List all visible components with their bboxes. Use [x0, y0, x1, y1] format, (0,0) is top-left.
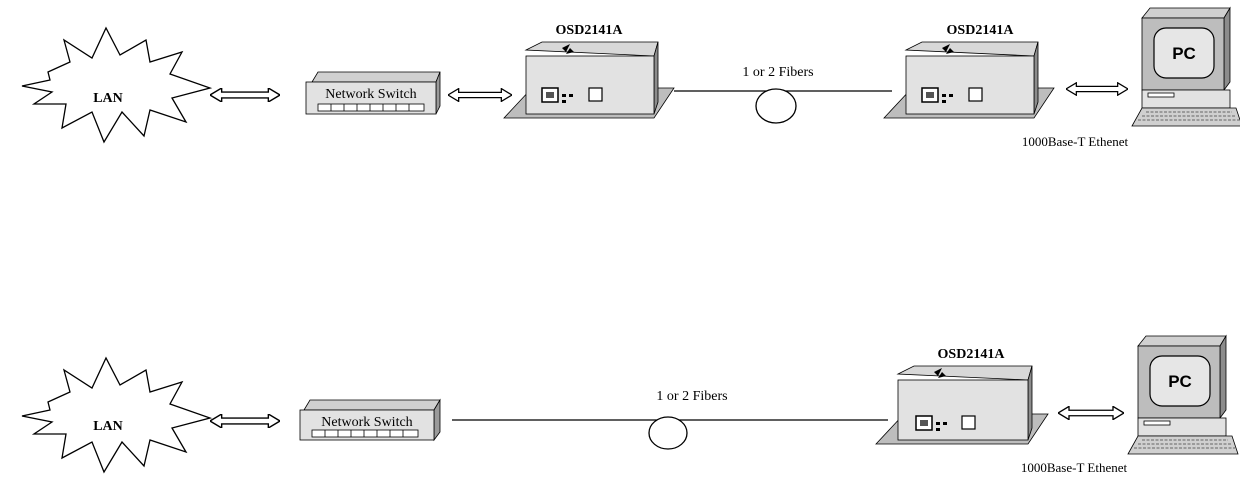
diagram-top: LAN Network Switch OSD2141A	[22, 8, 1240, 149]
media-converter: OSD2141A	[504, 23, 674, 118]
converter-label: OSD2141A	[938, 347, 1006, 362]
network-switch: Network Switch	[300, 400, 440, 440]
diagram-bottom: LAN Network Switch 1 or 2 Fibers OSD2141…	[22, 336, 1238, 475]
pc-label: PC	[1168, 372, 1192, 391]
lan-cloud: LAN	[22, 28, 210, 142]
switch-ports	[318, 104, 424, 111]
media-converter: OSD2141A	[884, 23, 1054, 118]
fiber-coil-icon	[756, 89, 796, 123]
link-arrow	[210, 414, 280, 428]
lan-label: LAN	[93, 419, 123, 434]
fiber-port-icon	[962, 416, 975, 429]
fiber-coil-icon	[649, 417, 687, 449]
ethernet-label: 1000Base-T Ethenet	[1022, 134, 1129, 149]
fiber-port-icon	[969, 88, 982, 101]
network-switch: Network Switch	[306, 72, 440, 114]
fiber-label: 1 or 2 Fibers	[656, 389, 727, 404]
link-arrow	[1066, 83, 1128, 95]
switch-label: Network Switch	[321, 415, 412, 430]
fiber-link: 1 or 2 Fibers	[674, 65, 892, 123]
lan-label: LAN	[93, 91, 123, 106]
fiber-port-icon	[589, 88, 602, 101]
media-converter: OSD2141A	[876, 347, 1048, 444]
switch-ports	[312, 430, 418, 437]
keyboard	[1128, 436, 1238, 454]
ethernet-label: 1000Base-T Ethenet	[1021, 460, 1128, 475]
pc-label: PC	[1172, 44, 1196, 63]
fiber-label: 1 or 2 Fibers	[742, 65, 813, 80]
fiber-link: 1 or 2 Fibers	[452, 389, 888, 449]
switch-label: Network Switch	[325, 87, 416, 102]
link-arrow	[210, 88, 280, 102]
pc-computer: PC	[1128, 336, 1238, 454]
keyboard	[1132, 108, 1240, 126]
link-arrow	[1058, 406, 1124, 419]
lan-cloud: LAN	[22, 358, 210, 472]
converter-label: OSD2141A	[947, 23, 1015, 38]
link-arrow	[448, 89, 512, 102]
pc-computer: PC	[1132, 8, 1240, 126]
converter-label: OSD2141A	[556, 23, 624, 38]
